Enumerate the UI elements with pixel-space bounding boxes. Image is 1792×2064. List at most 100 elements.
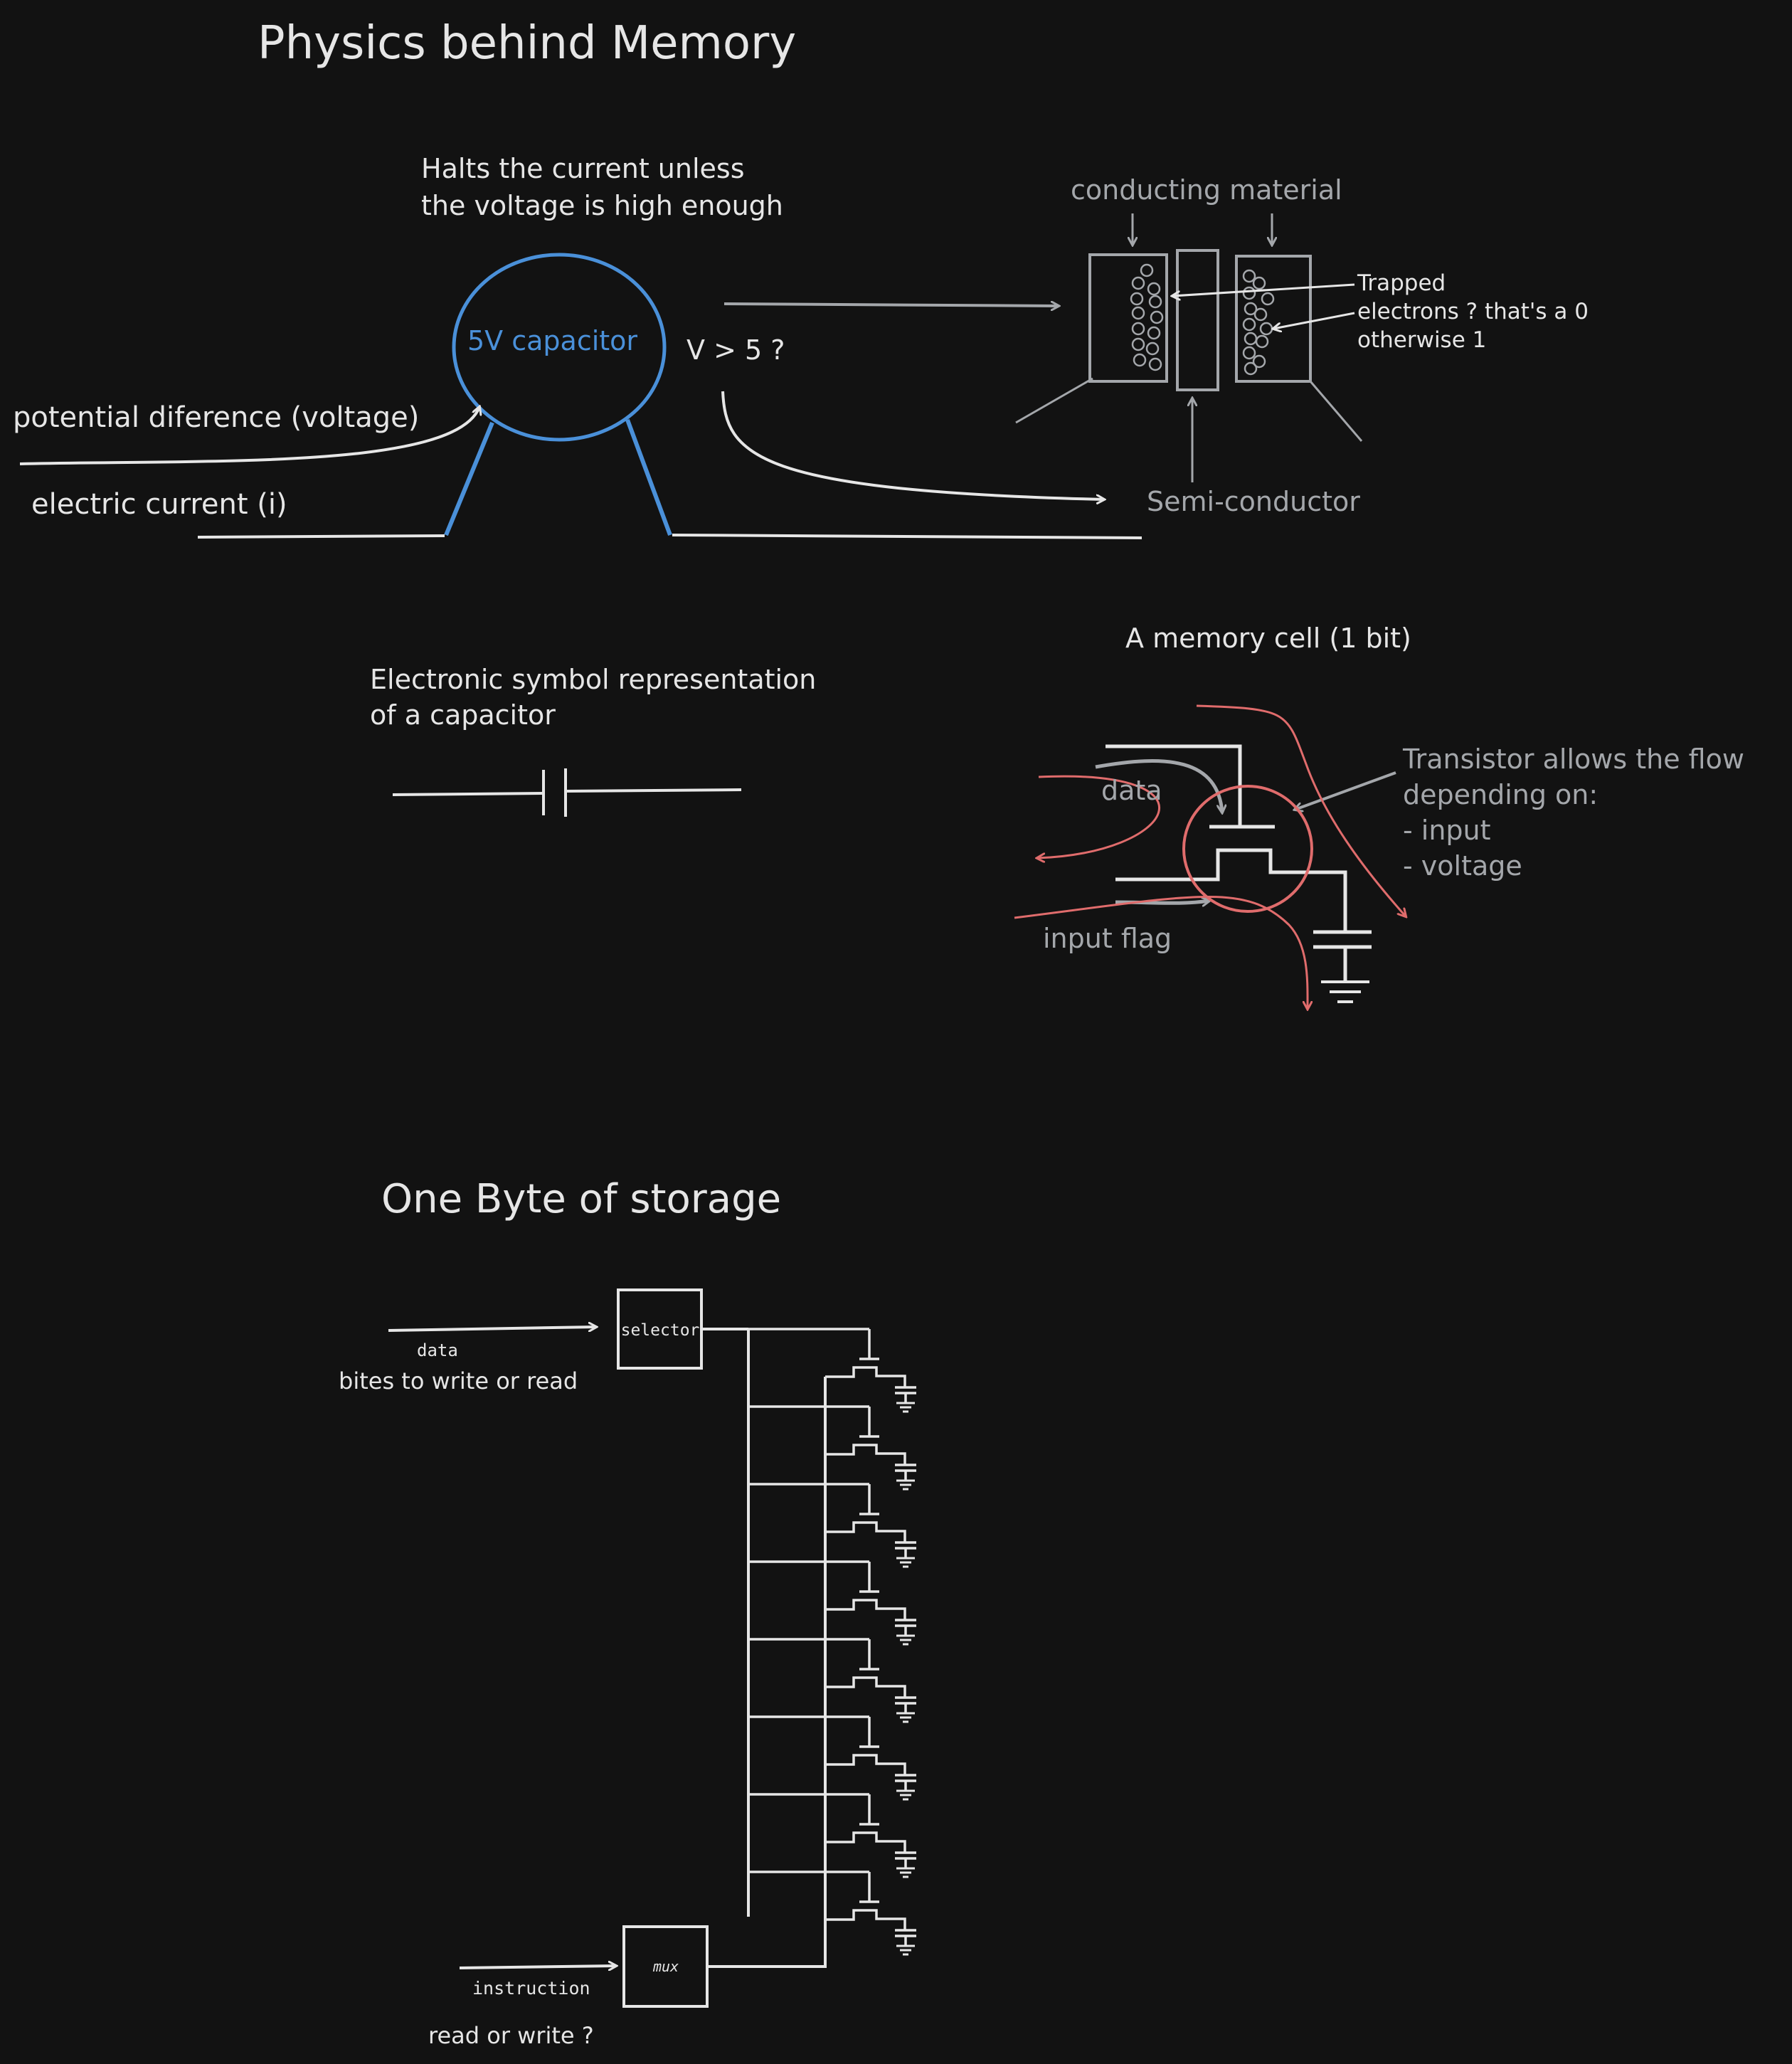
electrons-left bbox=[1130, 263, 1164, 371]
byte-section: One Byte of storage selector data bites … bbox=[339, 1176, 916, 2049]
electrons-right bbox=[1242, 269, 1275, 376]
byte-cell-array bbox=[701, 1328, 916, 1968]
electron bbox=[1242, 269, 1256, 283]
capacitor-right-leg bbox=[625, 418, 672, 536]
halts-text-line2: the voltage is high enough bbox=[421, 190, 783, 221]
instruction-arrow bbox=[459, 1966, 616, 1968]
bites-label: bites to write or read bbox=[339, 1367, 578, 1394]
electron bbox=[1130, 292, 1144, 306]
electron bbox=[1147, 326, 1161, 340]
halts-text-line1: Halts the current unless bbox=[421, 153, 745, 184]
mux-label: mux bbox=[652, 1958, 679, 1975]
cell-channel bbox=[825, 1366, 906, 1387]
byte-cell bbox=[748, 1638, 916, 1723]
transistor-pointer-arrow bbox=[1295, 771, 1396, 810]
cell-channel bbox=[825, 1909, 906, 1930]
arrow-to-semiconductor bbox=[721, 391, 1104, 499]
byte-cell bbox=[748, 1793, 916, 1878]
left-plate-lead bbox=[1015, 377, 1093, 424]
byte-cell bbox=[748, 1328, 916, 1413]
electron bbox=[1252, 354, 1266, 369]
cell-channel bbox=[825, 1676, 906, 1698]
electron bbox=[1244, 332, 1258, 346]
electron bbox=[1150, 310, 1164, 324]
transistor-line3: - input bbox=[1403, 815, 1491, 846]
transistor-line2: depending on: bbox=[1403, 779, 1598, 810]
symbol-text-line1: Electronic symbol representation bbox=[370, 664, 816, 695]
cell-channel bbox=[825, 1444, 906, 1465]
byte-cell bbox=[748, 1870, 916, 1956]
read-write-label: read or write ? bbox=[428, 2022, 594, 2049]
left-plate bbox=[1088, 253, 1168, 383]
byte-cell bbox=[748, 1560, 916, 1646]
cell-channel bbox=[825, 1521, 906, 1542]
electron bbox=[1148, 295, 1162, 309]
selector-label: selector bbox=[621, 1321, 700, 1340]
cell-input-flag-label: input flag bbox=[1043, 923, 1172, 954]
trapped-line1: Trapped bbox=[1357, 270, 1446, 296]
byte-title: One Byte of storage bbox=[381, 1176, 781, 1222]
electron bbox=[1145, 342, 1160, 356]
arrow-to-material bbox=[723, 304, 1059, 306]
flow-input-arrow bbox=[1014, 895, 1308, 1009]
trapped-arrow-2 bbox=[1273, 312, 1355, 329]
cell-channel bbox=[825, 1599, 906, 1620]
electron bbox=[1148, 357, 1162, 371]
trapped-arrow-1 bbox=[1172, 283, 1355, 296]
capacitor-circle bbox=[452, 253, 667, 442]
transistor-line4: - voltage bbox=[1403, 850, 1522, 882]
byte-cell bbox=[748, 1483, 916, 1568]
symbol-text-line2: of a capacitor bbox=[370, 699, 556, 731]
electron bbox=[1242, 346, 1256, 360]
flow-data-arrow bbox=[1037, 775, 1160, 858]
electron bbox=[1140, 263, 1154, 277]
symbol-wire-right bbox=[565, 788, 742, 793]
memory-cell-section: A memory cell (1 bit) data input flag Tr… bbox=[1014, 623, 1744, 1009]
trapped-line2: electrons ? that's a 0 bbox=[1357, 299, 1589, 324]
semiconductor-plate bbox=[1176, 249, 1219, 391]
symbol-wire-left bbox=[392, 792, 544, 796]
byte-cell bbox=[748, 1715, 916, 1801]
potential-label: potential diference (voltage) bbox=[13, 401, 419, 434]
voltage-arrow bbox=[19, 407, 479, 465]
cell-channel bbox=[1115, 848, 1347, 932]
electron bbox=[1133, 353, 1147, 367]
electron bbox=[1131, 306, 1145, 320]
conducting-label: conducting material bbox=[1071, 174, 1342, 206]
byte-data-arrow bbox=[388, 1327, 596, 1330]
electron bbox=[1242, 317, 1256, 332]
capacitor-label: 5V capacitor bbox=[467, 325, 637, 356]
input-flag-arrow bbox=[1115, 901, 1209, 903]
condition-label: V > 5 ? bbox=[686, 334, 785, 366]
current-wire-left bbox=[197, 534, 445, 539]
right-plate bbox=[1235, 255, 1312, 383]
byte-data-label: data bbox=[417, 1340, 458, 1360]
transistor-circle bbox=[1182, 785, 1313, 913]
electron bbox=[1261, 292, 1275, 306]
electron bbox=[1259, 322, 1273, 336]
electron bbox=[1252, 276, 1266, 290]
instruction-label: instruction bbox=[472, 1978, 590, 1999]
right-plate-lead bbox=[1309, 381, 1363, 442]
electron bbox=[1244, 361, 1258, 376]
cell-channel bbox=[825, 1754, 906, 1775]
electron bbox=[1255, 334, 1269, 349]
electron bbox=[1131, 337, 1145, 351]
electron bbox=[1131, 276, 1145, 290]
cell-data-label: data bbox=[1101, 775, 1162, 806]
electron bbox=[1242, 286, 1256, 300]
memory-cell-title: A memory cell (1 bit) bbox=[1125, 623, 1411, 654]
capacitor-section: Halts the current unless the voltage is … bbox=[13, 153, 1589, 539]
current-wire-right bbox=[672, 534, 1142, 539]
trapped-line3: otherwise 1 bbox=[1357, 327, 1486, 353]
electron bbox=[1131, 322, 1145, 336]
cell-top-wire bbox=[1106, 744, 1242, 827]
flow-top-arrow bbox=[1196, 704, 1406, 916]
electron bbox=[1244, 302, 1258, 316]
current-label: electric current (i) bbox=[31, 488, 287, 521]
electron bbox=[1253, 307, 1268, 322]
transistor-line1: Transistor allows the flow bbox=[1402, 743, 1744, 775]
capacitor-left-leg bbox=[444, 421, 494, 536]
electron bbox=[1147, 282, 1161, 296]
